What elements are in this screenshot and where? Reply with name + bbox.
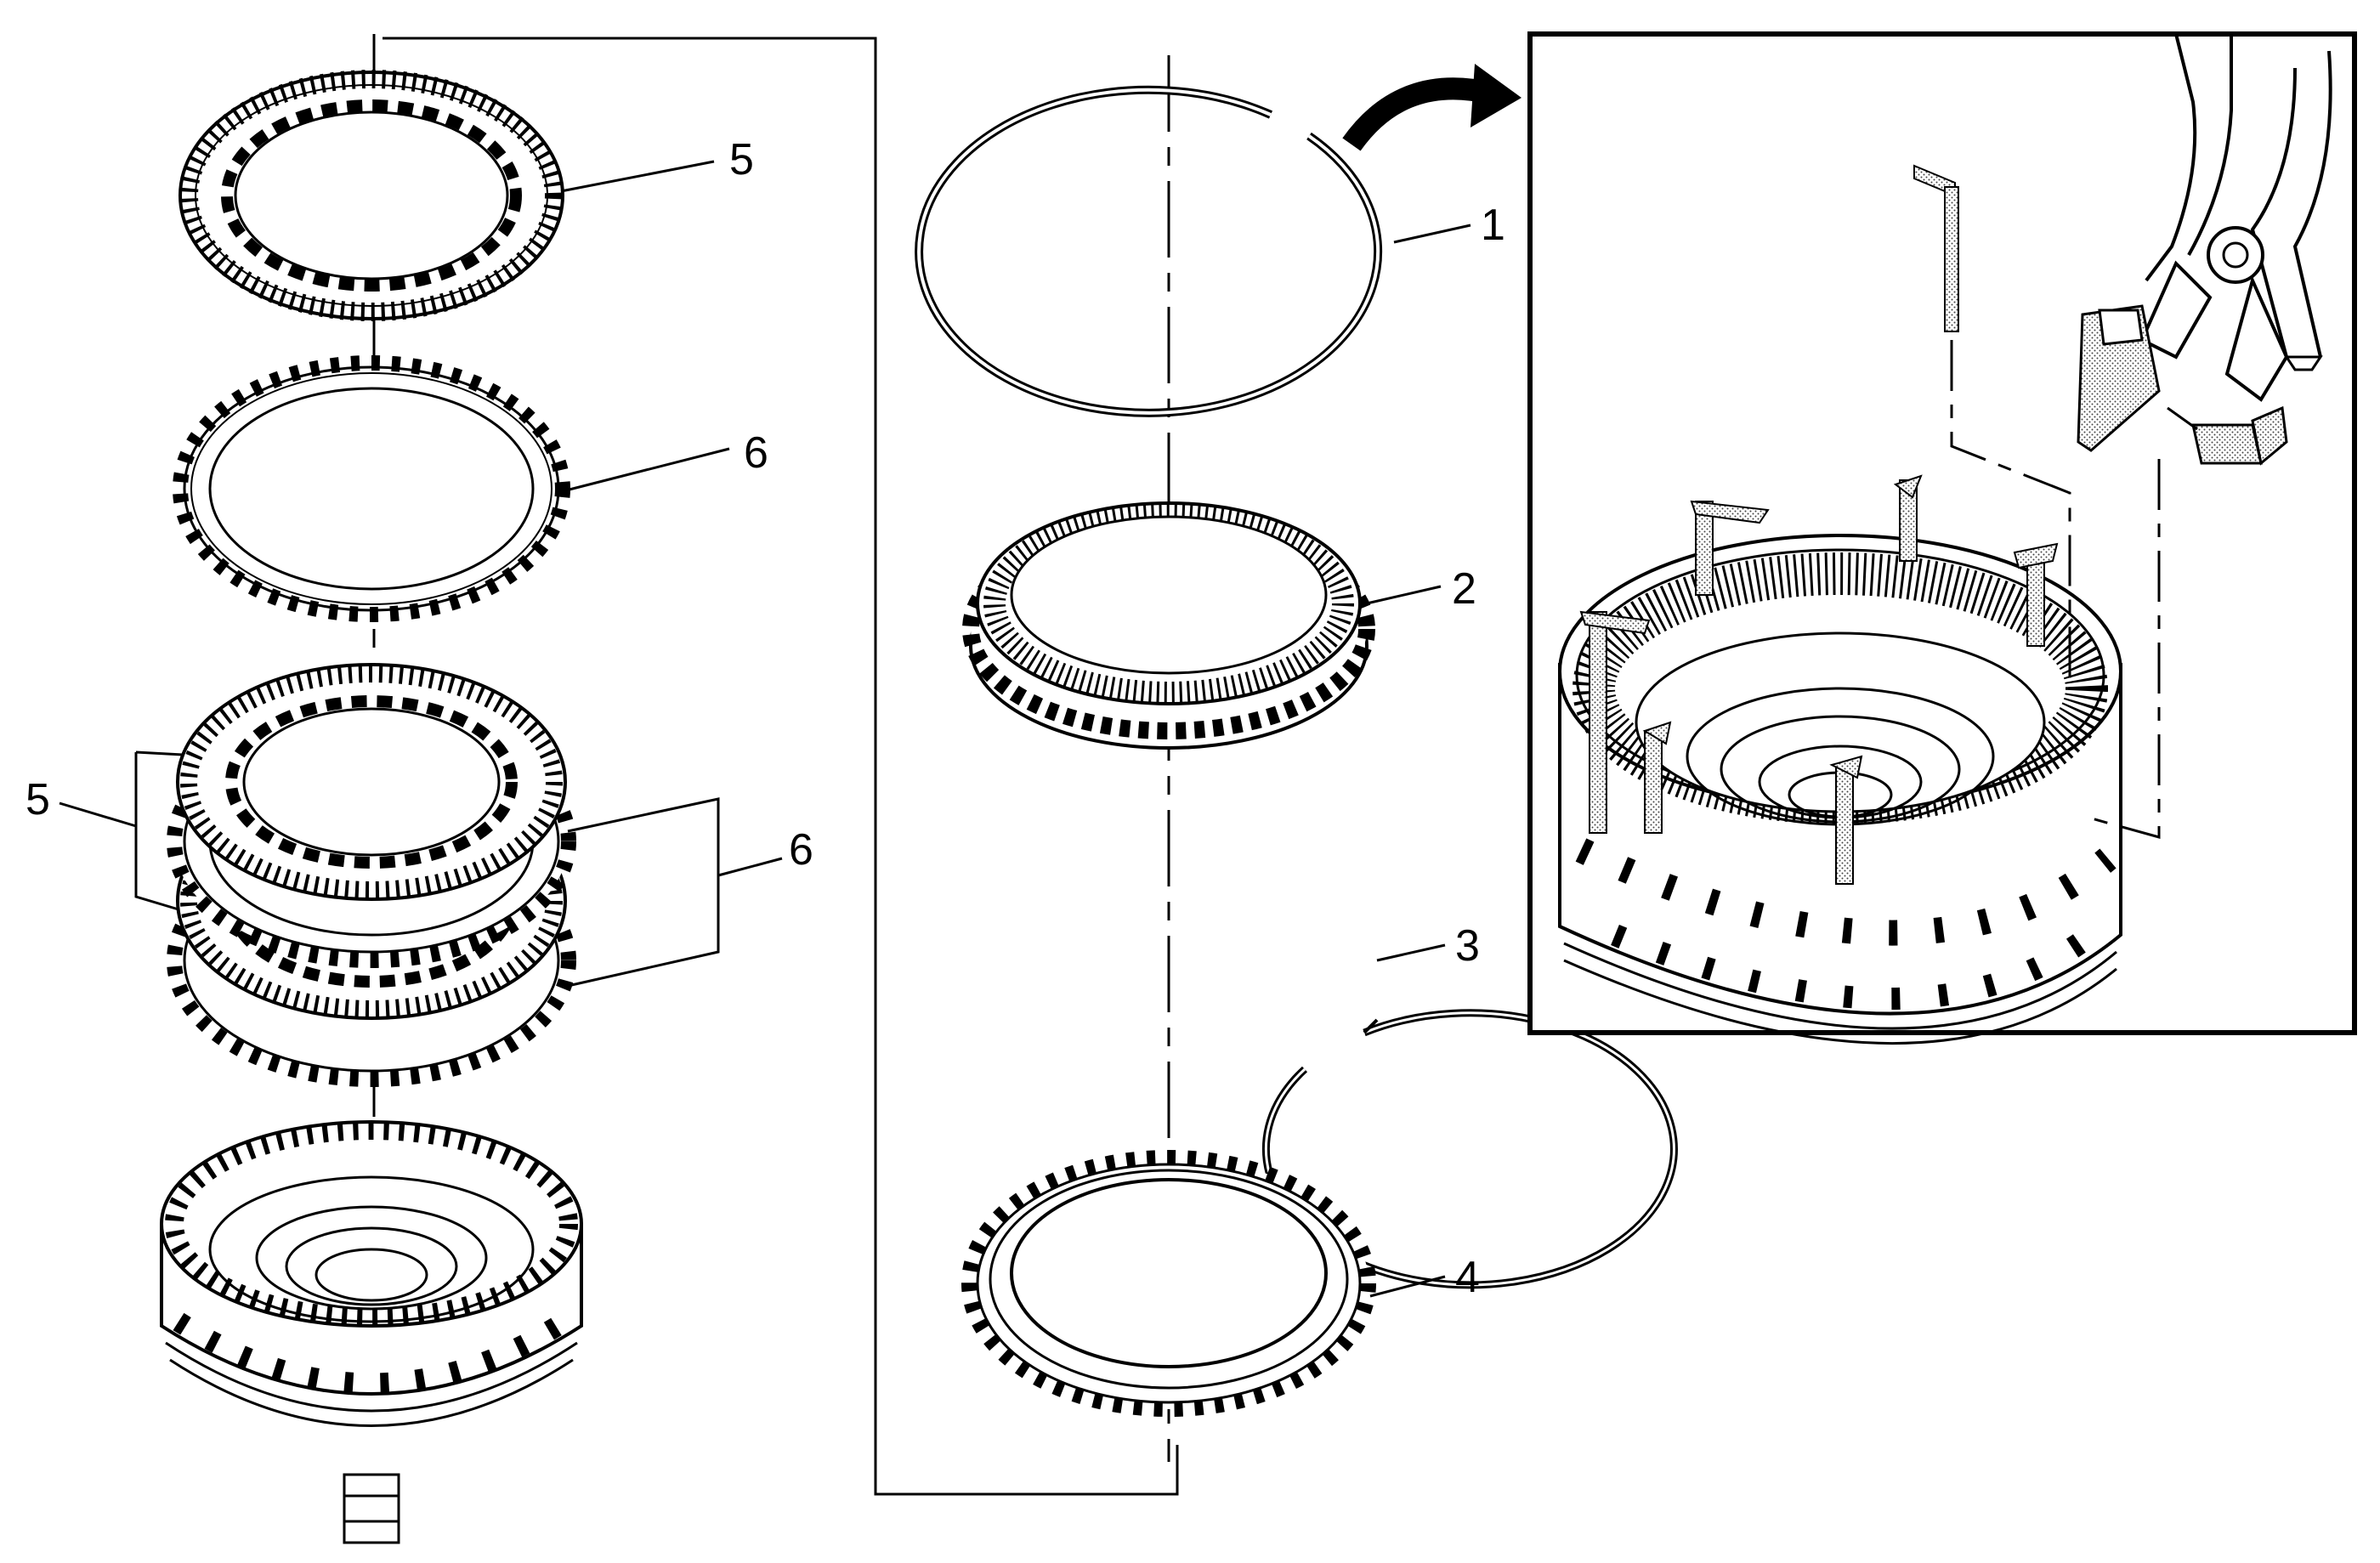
leader-1 xyxy=(1393,224,1471,244)
leader-6-top xyxy=(562,447,730,493)
callout-5-left: 5 xyxy=(26,775,50,824)
clutch-housing xyxy=(160,1120,583,1544)
callout-5-top: 5 xyxy=(729,135,754,184)
inset-pliers xyxy=(2077,33,2332,466)
snap-ring xyxy=(915,85,1383,417)
steel-plate-top xyxy=(173,355,570,622)
reaction-plate xyxy=(961,1150,1376,1417)
friction-plate-top xyxy=(178,70,564,321)
leader-3 xyxy=(1376,943,1446,962)
leader-4 xyxy=(1369,1275,1446,1298)
inset-spacer-tools xyxy=(1579,474,2059,885)
backing-plate xyxy=(962,501,1375,750)
callout-1: 1 xyxy=(1481,201,1505,250)
callout-6-right: 6 xyxy=(789,825,813,875)
inset-detail xyxy=(1527,31,2357,1045)
leader-5-bracket xyxy=(59,750,184,911)
callout-4: 4 xyxy=(1455,1253,1480,1302)
leader-5-top xyxy=(560,160,715,193)
callout-3: 3 xyxy=(1455,921,1480,971)
inset-loose-tool xyxy=(1913,164,1959,332)
callout-6-top: 6 xyxy=(744,428,768,478)
clutch-plate-stack xyxy=(167,663,576,1087)
callout-2: 2 xyxy=(1452,564,1476,614)
detail-arrow xyxy=(1342,64,1522,151)
leader-6-bracket xyxy=(567,797,783,988)
leader-2 xyxy=(1366,585,1442,605)
